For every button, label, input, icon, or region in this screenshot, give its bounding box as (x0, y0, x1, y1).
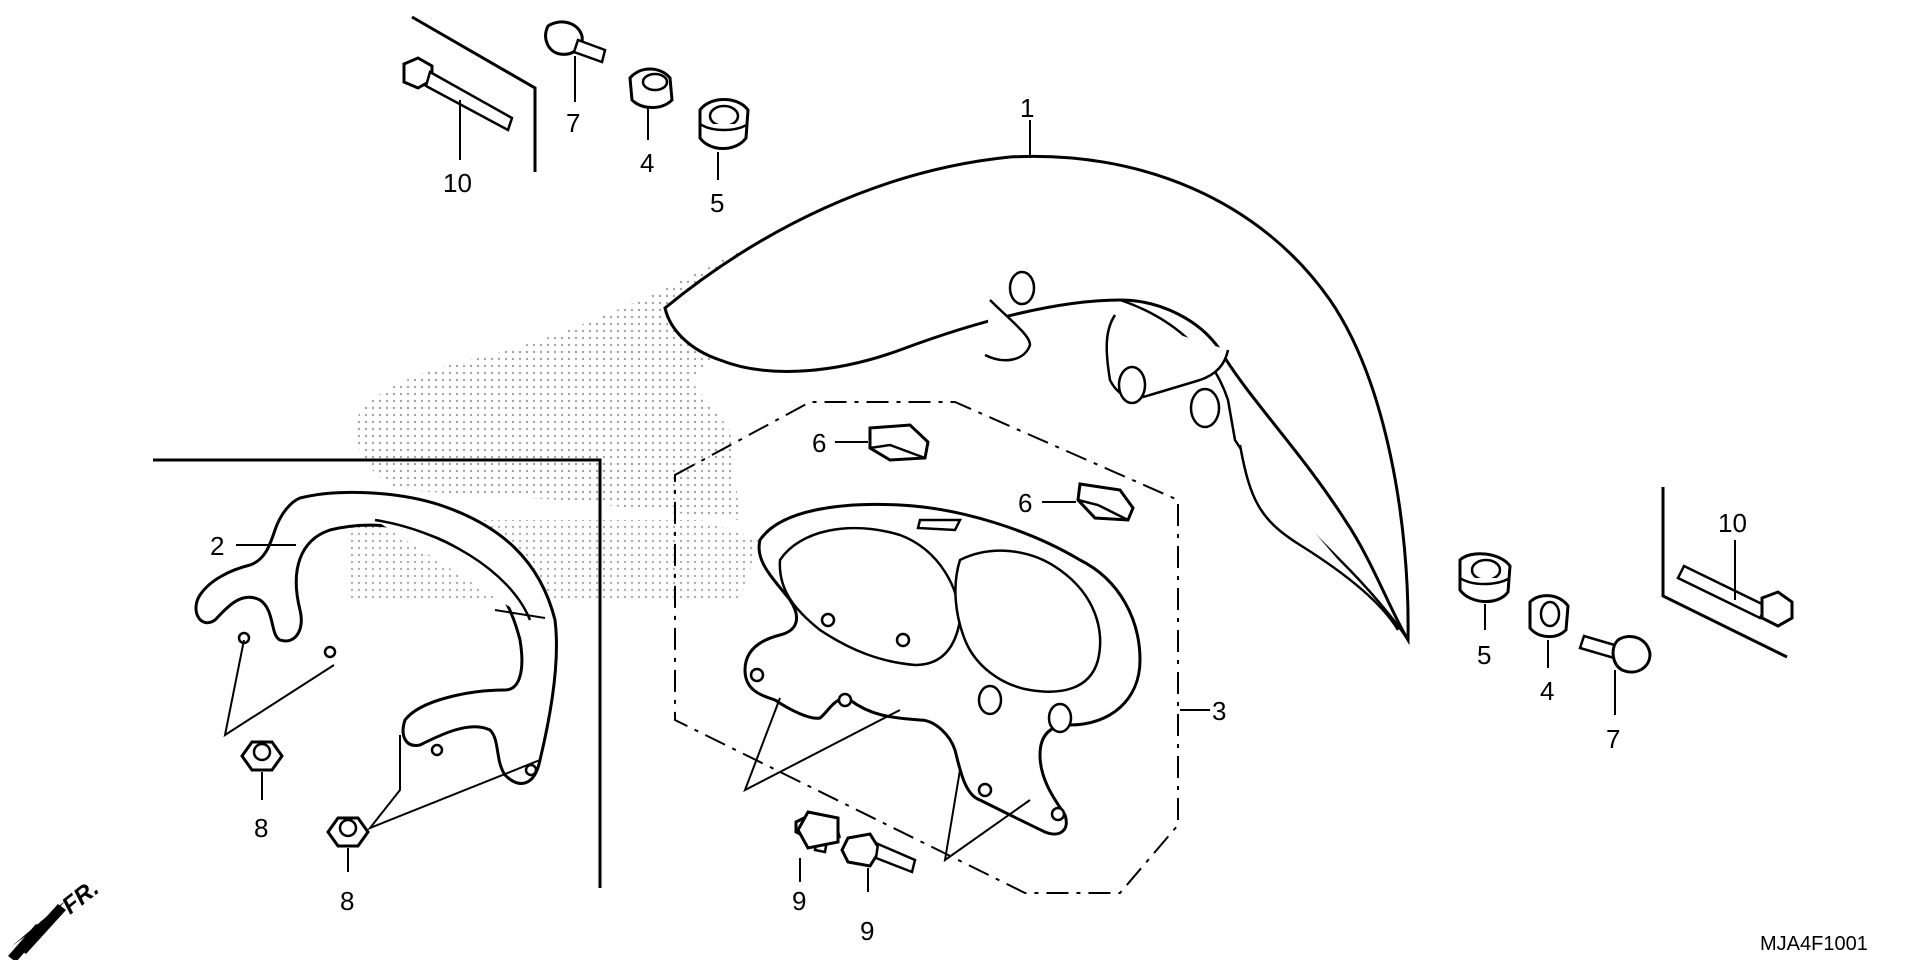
leader-bolt-right (943, 769, 1031, 863)
bolt-7-right (1578, 634, 1652, 674)
fender-stay-bracket (194, 490, 558, 785)
callout-2: 2 (210, 531, 224, 561)
leader-nut-lower (366, 735, 541, 831)
upper-left-bracket (411, 15, 537, 172)
flange-bolt-right (840, 832, 917, 874)
grommet-5-left (698, 98, 750, 150)
front-direction-arrow (8, 900, 66, 960)
callout-4-right: 4 (1540, 676, 1554, 706)
callout-4-left: 4 (640, 148, 654, 178)
front-direction-label: FR. (57, 875, 104, 920)
center-stay-bracket (743, 502, 1142, 836)
left-box-bracket (153, 458, 602, 888)
callout-7-left: 7 (566, 108, 580, 138)
callout-5-right: 5 (1477, 640, 1491, 670)
collar-4-left (628, 67, 674, 109)
bolt-10-right (1676, 564, 1794, 628)
bolt-7-left (544, 20, 607, 64)
cushion-upper (868, 423, 930, 462)
grommet-5-right (1458, 552, 1512, 603)
leader-bolt-left (743, 697, 901, 793)
leader-nut-upper (223, 639, 335, 738)
callout-6-lower: 6 (1018, 488, 1032, 518)
callout-3: 3 (1212, 696, 1226, 726)
front-fender (663, 154, 1410, 646)
callout-1: 1 (1020, 93, 1034, 123)
callout-8-upper: 8 (254, 813, 268, 843)
callout-5-left: 5 (710, 188, 724, 218)
diagram-code: MJA4F1001 (1760, 933, 1868, 955)
flange-nut-lower (326, 816, 370, 848)
callout-9-left: 9 (792, 886, 806, 916)
callout-9-right: 9 (860, 916, 874, 946)
callout-8-lower: 8 (340, 886, 354, 916)
callout-10-right: 10 (1718, 508, 1747, 538)
dashed-group-outline (674, 401, 1179, 894)
cushion-lower (1076, 482, 1135, 522)
callout-7-right: 7 (1606, 724, 1620, 754)
callout-6-upper: 6 (812, 428, 826, 458)
flange-nut-upper (240, 740, 284, 772)
collar-4-right (1528, 594, 1570, 638)
flange-bolt-left (794, 810, 841, 854)
callout-10-left: 10 (443, 168, 472, 198)
bolt-10-left (402, 56, 514, 132)
right-bracket (1661, 487, 1788, 659)
